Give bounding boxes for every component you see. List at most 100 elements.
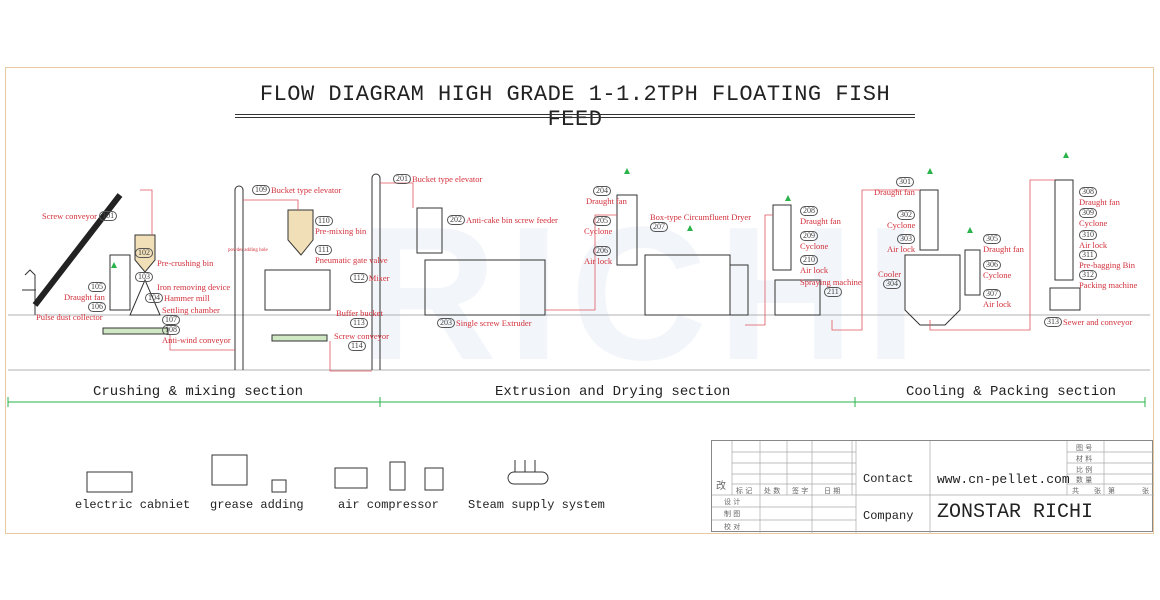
role-label: 制 图 — [724, 510, 741, 518]
info-label: 图 号 — [1076, 444, 1093, 452]
air-compressor-icon — [334, 467, 368, 489]
screw-conveyor-101 — [32, 193, 123, 307]
worker-figure — [22, 269, 36, 315]
electric-cabinet-icon — [86, 471, 133, 493]
grease-adding-icon — [211, 454, 248, 486]
anti-wind-conveyor — [102, 327, 169, 335]
section-label-extrusion: Extrusion and Drying section — [495, 384, 731, 400]
aux-label-air-compressor: air compressor — [338, 498, 439, 512]
anti-cake-bin — [416, 207, 443, 254]
cooler — [904, 254, 961, 326]
aux-label-grease-adding: grease adding — [210, 498, 304, 512]
mixer — [264, 269, 331, 311]
screw-conveyor-114 — [271, 334, 328, 342]
cyclone-205 — [616, 194, 638, 266]
title-block-grid — [712, 441, 1154, 533]
rev-header: 签 字 — [792, 487, 809, 495]
cyclone-302 — [919, 189, 939, 251]
info-label: 比 例 — [1076, 466, 1093, 474]
role-label: 设 计 — [724, 498, 741, 506]
hammer-mill — [129, 278, 161, 316]
company-value: ZONSTAR RICHI — [937, 501, 1094, 524]
bucket-elevator-201 — [371, 173, 381, 370]
rev-header: 日 期 — [824, 487, 841, 495]
pre-mixing-bin — [287, 209, 314, 256]
steam-supply-icon — [507, 471, 549, 485]
info-label: 材 料 — [1076, 455, 1093, 463]
cyclone-209 — [772, 204, 792, 271]
single-screw-extruder — [424, 259, 546, 316]
info-label: 数 量 — [1076, 476, 1093, 484]
company-label: Company — [863, 509, 914, 523]
role-label: 校 对 — [724, 523, 741, 531]
sheet-label: 共 — [1072, 487, 1079, 495]
equipment-label: Screw conveyor 101 — [42, 211, 118, 221]
dryer-discharge — [729, 264, 749, 316]
spraying-machine — [774, 279, 821, 316]
rev-header: 标 记 — [736, 487, 753, 495]
rev-header: 处 数 — [764, 487, 781, 495]
exhaust-arrows — [111, 152, 1069, 268]
contact-value: www.cn-pellet.com — [937, 472, 1070, 487]
drawing-frame — [5, 67, 1154, 534]
title-block: 改 标 记 处 数 签 字 日 期 设 计 制 图 校 对 Contact ww… — [711, 440, 1154, 533]
sheet-label: 第 — [1108, 487, 1115, 495]
sheet-label: 张 — [1094, 487, 1101, 495]
page-title: FLOW DIAGRAM HIGH GRADE 1-1.2TPH FLOATIN… — [259, 82, 891, 132]
section-span-arrows — [7, 397, 1146, 407]
cyclone-309 — [1054, 179, 1074, 281]
section-label-cooling: Cooling & Packing section — [906, 384, 1117, 400]
title-underline — [235, 114, 915, 118]
packing-machine — [1049, 287, 1081, 311]
bucket-elevator-109 — [234, 185, 244, 370]
revise-label: 改 — [716, 481, 726, 492]
aux-label-steam-supply: Steam supply system — [468, 498, 605, 512]
contact-label: Contact — [863, 472, 914, 486]
cyclone-306 — [964, 249, 981, 296]
sheet-label: 张 — [1142, 487, 1149, 495]
section-label-crushing: Crushing & mixing section — [93, 384, 304, 400]
pulse-dust-collector — [109, 254, 131, 311]
box-type-dryer — [644, 254, 731, 316]
aux-label-electric-cabinet: electric cabniet — [75, 498, 191, 512]
powder-adding-hole-label: powder adding hole — [228, 248, 268, 253]
conveying-pipes — [140, 179, 1055, 372]
